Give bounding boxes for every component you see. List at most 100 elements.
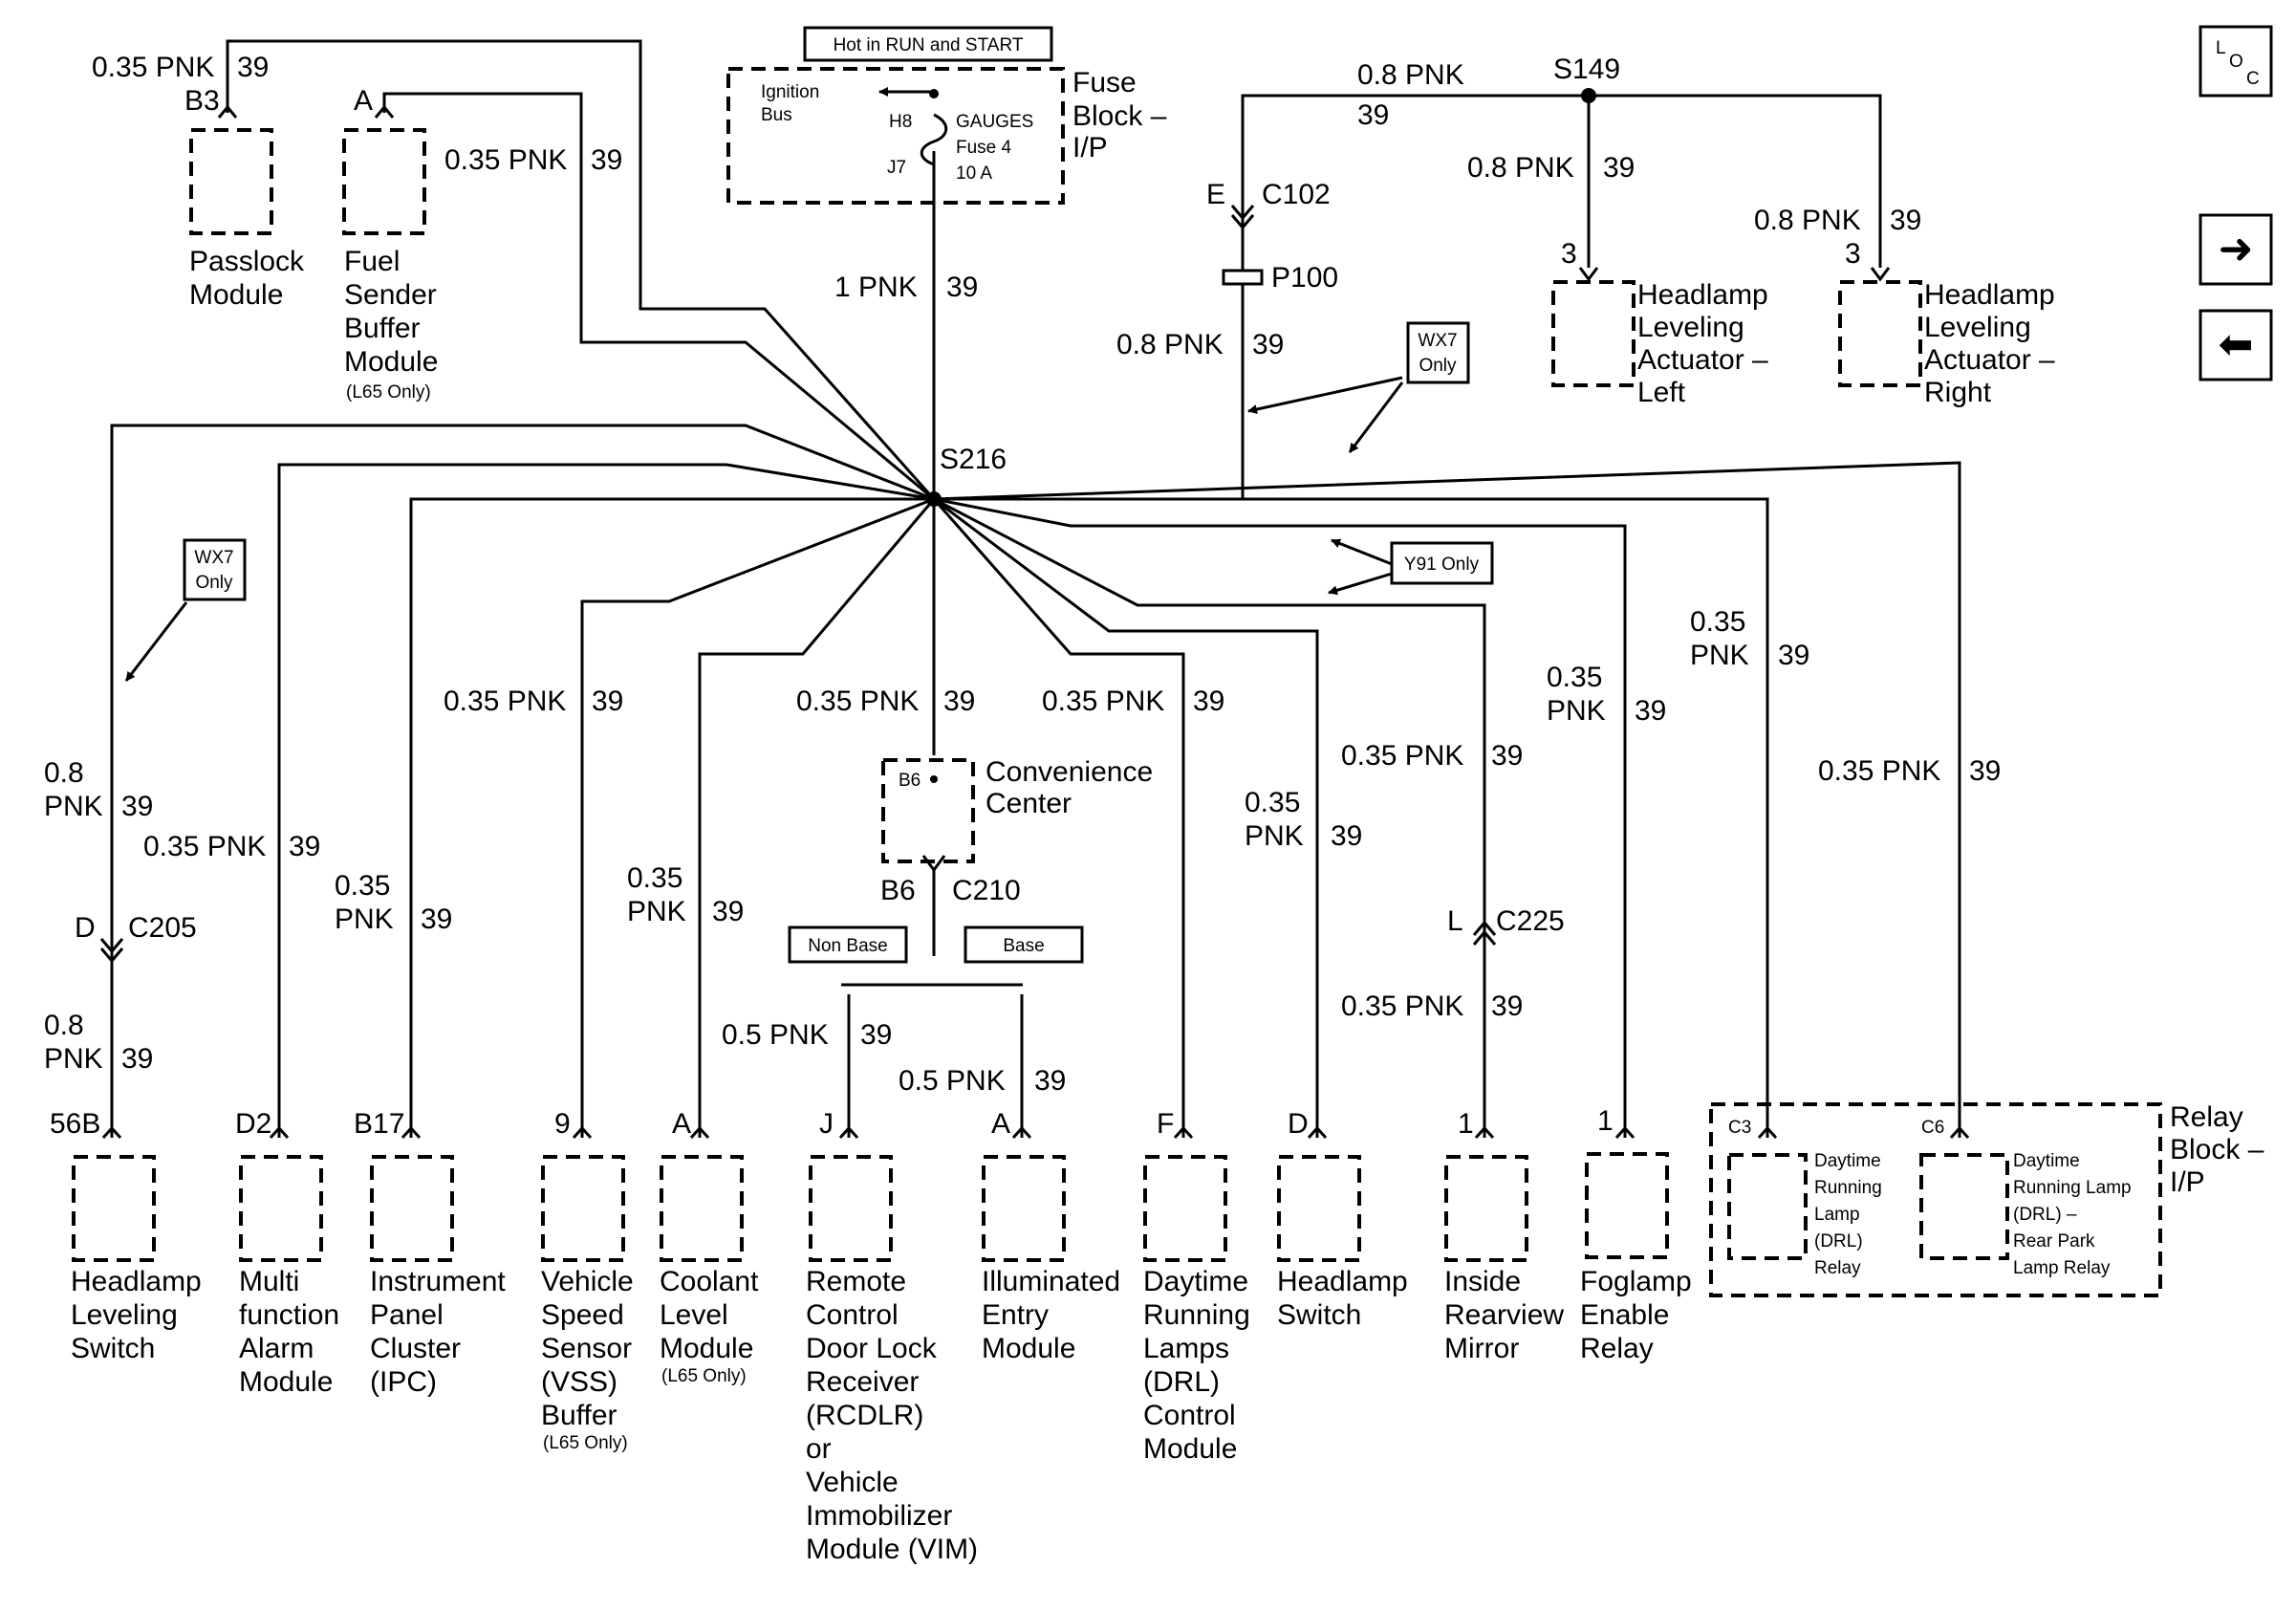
wx7-box bbox=[1406, 321, 1470, 384]
base-label: Base bbox=[1003, 936, 1044, 956]
s149-label: S149 bbox=[1553, 54, 1620, 85]
pin-j7: J7 bbox=[887, 158, 906, 178]
hot-note-box bbox=[803, 26, 1053, 62]
fuel-l1: Fuel bbox=[344, 246, 400, 277]
wire-hl-switch bbox=[933, 497, 1319, 1138]
fog-l2: Enable bbox=[1580, 1299, 1669, 1331]
non-base-box bbox=[788, 925, 908, 964]
passlock-l2: Module bbox=[189, 279, 283, 311]
coolant-l3: Module bbox=[660, 1333, 753, 1364]
bottom-components: 56B Headlamp Leveling Switch D2 Multi fu… bbox=[50, 1101, 2264, 1565]
next-page-button[interactable] bbox=[2199, 213, 2273, 286]
mirror-box bbox=[1444, 1155, 1528, 1262]
hl-right-l3: Actuator – bbox=[1924, 344, 2055, 376]
hl-switch-box bbox=[1277, 1155, 1361, 1262]
fuse-l2: Fuse 4 bbox=[956, 138, 1012, 158]
fuse-l3: 10 A bbox=[956, 163, 992, 184]
wire-num: 0.35 bbox=[1690, 606, 1745, 638]
rcdlr-pin: J bbox=[819, 1108, 834, 1140]
relay-block-l3: I/P bbox=[2170, 1166, 2205, 1198]
wire-label: 0.35 PNK bbox=[444, 144, 567, 176]
ckt-label: 39 bbox=[712, 896, 744, 927]
ckt-label: 39 bbox=[237, 52, 269, 83]
wire-hl-lev bbox=[110, 424, 935, 1138]
ipc-l1: Instrument bbox=[370, 1266, 506, 1297]
relay-block-l1: Relay bbox=[2170, 1101, 2243, 1133]
loc-button[interactable] bbox=[2199, 25, 2273, 98]
wire-coolant bbox=[698, 498, 936, 1138]
c102-label: C102 bbox=[1262, 179, 1331, 210]
wire-label: 0.35 PNK bbox=[143, 831, 266, 862]
wire-num: 0.35 bbox=[1547, 662, 1602, 693]
rcdlr-l6: or bbox=[806, 1433, 832, 1465]
drl-ctrl-l4: (DRL) bbox=[1143, 1366, 1220, 1398]
drl-relay-l1: Daytime bbox=[1814, 1151, 1881, 1171]
wire-label: 0.35 PNK bbox=[1042, 686, 1164, 717]
loc-l: L bbox=[2216, 38, 2226, 58]
coolant-l2: Level bbox=[660, 1299, 728, 1331]
pin-h8: H8 bbox=[889, 112, 912, 132]
hl-lev-l3: Switch bbox=[71, 1333, 155, 1364]
hl-left-l4: Left bbox=[1637, 377, 1686, 408]
wire-num: 0.35 bbox=[335, 870, 390, 902]
ckt-label: 39 bbox=[121, 791, 153, 822]
non-base-label: Non Base bbox=[808, 936, 887, 956]
wire-label: 0.8 PNK bbox=[1754, 205, 1861, 236]
y91-box bbox=[1390, 541, 1494, 585]
rcdlr-l7: Vehicle bbox=[806, 1467, 899, 1498]
wire-label: 0.35 PNK bbox=[444, 686, 566, 717]
fuse-icon bbox=[920, 113, 948, 166]
drl-ctrl-pin: F bbox=[1157, 1108, 1174, 1140]
conv-pin: B6 bbox=[899, 771, 921, 791]
drl-ctrl-l3: Lamps bbox=[1143, 1333, 1229, 1364]
wx7-l1: WX7 bbox=[1418, 331, 1457, 351]
fuel-pin: A bbox=[354, 85, 373, 117]
hl-switch-l2: Switch bbox=[1277, 1299, 1361, 1331]
prev-page-button[interactable] bbox=[2199, 309, 2273, 381]
wire-label: 0.35 PNK bbox=[1341, 740, 1463, 772]
wire-num: 0.35 bbox=[627, 862, 682, 894]
fuse-block-title-l2: Block – bbox=[1072, 100, 1167, 132]
ckt-label: 39 bbox=[591, 144, 622, 176]
base-box bbox=[964, 925, 1084, 964]
hl-right-box bbox=[1838, 280, 1922, 387]
ipc-pin: B17 bbox=[354, 1108, 404, 1140]
fuel-note: (L65 Only) bbox=[346, 382, 431, 403]
loc-c: C bbox=[2246, 69, 2260, 89]
ckt-label: 39 bbox=[592, 686, 623, 717]
drl-ctrl-l2: Running bbox=[1143, 1299, 1250, 1331]
hl-left-l2: Leveling bbox=[1637, 312, 1744, 343]
wire-s149 bbox=[1241, 94, 1882, 499]
hot-note: Hot in RUN and START bbox=[834, 35, 1024, 55]
ckt-label: 39 bbox=[1491, 740, 1523, 772]
coolant-box bbox=[660, 1155, 744, 1262]
entry-l3: Module bbox=[982, 1333, 1075, 1364]
ckt-label: 39 bbox=[1331, 820, 1362, 852]
fuel-box bbox=[342, 128, 426, 235]
p100-symbol bbox=[1222, 269, 1264, 286]
vss-l1: Vehicle bbox=[541, 1266, 634, 1297]
fog-pin: 1 bbox=[1597, 1105, 1614, 1137]
mfa-l2: function bbox=[239, 1299, 339, 1331]
fuel-l2: Sender bbox=[344, 279, 437, 311]
hl-lev-l2: Leveling bbox=[71, 1299, 178, 1331]
vss-l4: (VSS) bbox=[541, 1366, 617, 1398]
wire-drl-ctrl bbox=[932, 498, 1185, 1138]
entry-l1: Illuminated bbox=[982, 1266, 1120, 1297]
hl-lev-box bbox=[72, 1155, 156, 1262]
hl-left-l3: Actuator – bbox=[1637, 344, 1768, 376]
rcdlr-l8: Immobilizer bbox=[806, 1500, 952, 1532]
wire-vss bbox=[580, 497, 935, 1138]
wire-label: 0.5 PNK bbox=[722, 1019, 829, 1051]
fuel-l3: Buffer bbox=[344, 313, 421, 344]
c205-label: C205 bbox=[128, 912, 197, 944]
ckt-label: 39 bbox=[121, 1043, 153, 1075]
conv-l1: Convenience bbox=[986, 756, 1153, 788]
wire-color: PNK bbox=[44, 1043, 103, 1075]
ckt-label: 39 bbox=[1969, 755, 2001, 787]
conv-dot bbox=[930, 775, 938, 783]
fuse-block-title-l3: I/P bbox=[1072, 132, 1108, 163]
hl-right-l2: Leveling bbox=[1924, 312, 2031, 343]
passlock-box bbox=[189, 128, 273, 235]
rcdlr-l5: (RCDLR) bbox=[806, 1400, 923, 1431]
